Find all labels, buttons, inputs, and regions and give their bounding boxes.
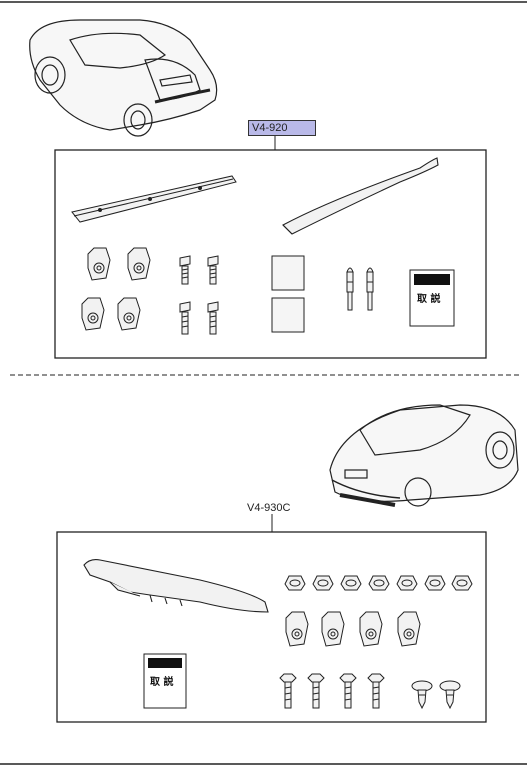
kit-box-bottom bbox=[56, 531, 487, 723]
manual-label-top: 取 説 bbox=[417, 294, 441, 305]
kit-box-top bbox=[54, 149, 487, 359]
car-bottom-illustration bbox=[329, 404, 519, 507]
dampers-top bbox=[346, 267, 374, 311]
rear-spoiler bbox=[282, 157, 439, 235]
kit-label-bottom[interactable]: V4-930C bbox=[247, 502, 291, 514]
manual-booklet-top bbox=[409, 269, 455, 327]
manual-label-bottom: 取 説 bbox=[150, 677, 174, 688]
flange-nuts bbox=[284, 575, 473, 591]
spoiler-bracket bbox=[71, 175, 237, 223]
car-top-illustration bbox=[29, 19, 218, 137]
bolts-top bbox=[179, 255, 219, 335]
speed-nut-clips-top bbox=[81, 247, 151, 331]
kit-label-top[interactable]: V4-920 bbox=[248, 120, 316, 136]
manual-booklet-bottom bbox=[143, 653, 187, 709]
rear-diffuser bbox=[83, 559, 269, 613]
bolts-bottom bbox=[279, 673, 385, 709]
speed-nut-clips-bottom bbox=[285, 611, 421, 647]
adhesive-pads bbox=[271, 255, 305, 333]
push-rivet-clips bbox=[411, 680, 461, 710]
